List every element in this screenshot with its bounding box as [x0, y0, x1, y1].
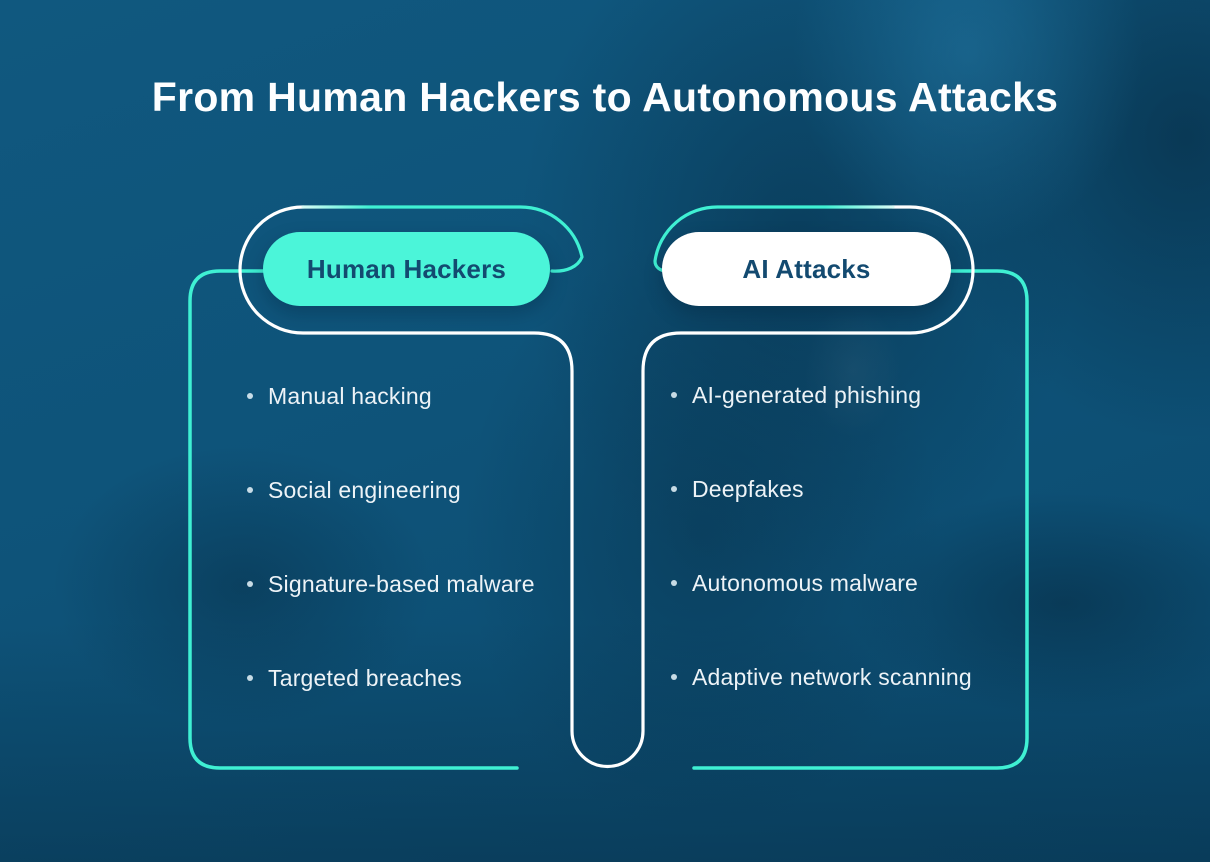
human-hackers-list: Manual hacking Social engineering Signat… — [247, 349, 535, 725]
list-item: Social engineering — [247, 443, 535, 537]
header-pill-ai-attacks: AI Attacks — [662, 232, 951, 306]
header-pill-label: AI Attacks — [742, 253, 871, 284]
list-item: AI-generated phishing — [671, 348, 972, 442]
header-pill-human-hackers: Human Hackers — [263, 232, 550, 306]
list-item: Signature-based malware — [247, 537, 535, 631]
list-item: Targeted breaches — [247, 631, 535, 725]
header-pill-label: Human Hackers — [306, 253, 507, 284]
list-item-label: Autonomous malware — [692, 569, 919, 596]
bullet-icon — [247, 487, 253, 493]
page-title: From Human Hackers to Autonomous Attacks — [151, 74, 1059, 120]
bullet-icon — [671, 486, 677, 492]
bullet-icon — [247, 675, 253, 681]
bullet-icon — [671, 392, 677, 398]
list-item-label: AI-generated phishing — [692, 381, 922, 408]
bullet-icon — [671, 674, 677, 680]
bullet-icon — [247, 393, 253, 399]
bullet-icon — [247, 581, 253, 587]
list-item-label: Manual hacking — [268, 382, 432, 409]
list-item-label: Social engineering — [268, 476, 461, 503]
list-item: Deepfakes — [671, 442, 972, 536]
list-item-label: Deepfakes — [692, 475, 804, 502]
list-item: Adaptive network scanning — [671, 630, 972, 724]
list-item: Autonomous malware — [671, 536, 972, 630]
bullet-icon — [671, 580, 677, 586]
ai-attacks-list: AI-generated phishing Deepfakes Autonomo… — [671, 348, 972, 724]
list-item-label: Adaptive network scanning — [692, 663, 972, 690]
list-item-label: Targeted breaches — [268, 664, 462, 691]
list-item-label: Signature-based malware — [268, 570, 535, 597]
list-item: Manual hacking — [247, 349, 535, 443]
